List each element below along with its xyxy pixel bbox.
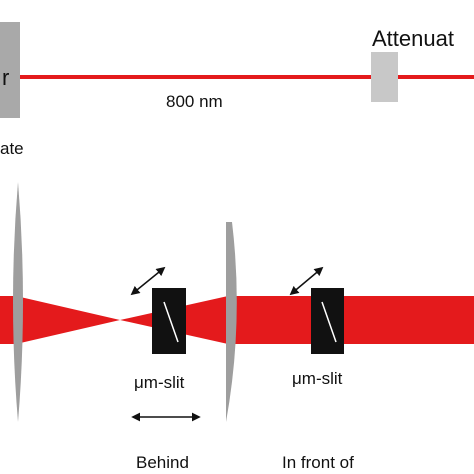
behind-label-fragment: Behind — [136, 453, 189, 472]
attenuator-block — [371, 52, 398, 102]
wavelength-label: 800 nm — [166, 92, 223, 111]
in-front-label-fragment: In front of — [282, 453, 354, 472]
lens-right — [226, 222, 237, 422]
slit-left — [152, 288, 186, 354]
slit-right-aperture — [321, 301, 337, 343]
beam-left-converging — [0, 296, 120, 344]
laser-label-fragment: r — [2, 65, 9, 90]
beam-collimated — [228, 296, 474, 344]
attenuator-label-fragment: Attenuat — [372, 26, 454, 51]
slit-right-label: μm-slit — [292, 369, 343, 388]
slit-left-aperture — [163, 301, 179, 343]
slit-right — [311, 288, 344, 354]
laser-block — [0, 22, 20, 118]
slit-left-label: μm-slit — [134, 373, 185, 392]
plate-label-fragment: ate — [0, 139, 24, 158]
slit-left-tilt-arrow — [130, 266, 166, 296]
slit-right-tilt-arrow — [289, 266, 324, 296]
lens-left — [13, 182, 23, 422]
